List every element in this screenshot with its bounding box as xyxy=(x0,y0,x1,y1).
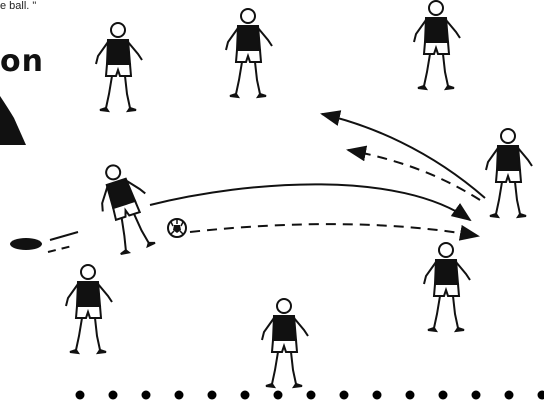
boundary-dot xyxy=(142,391,151,400)
corner-shape xyxy=(0,96,26,145)
boundary-dot xyxy=(340,391,349,400)
player-figure xyxy=(226,9,272,97)
boundary-dot xyxy=(307,391,316,400)
boundary-dot xyxy=(538,391,544,400)
flat-disc-marker xyxy=(10,238,42,250)
player-figure xyxy=(414,1,460,89)
boundary-dot xyxy=(274,391,283,400)
boundary-dot xyxy=(373,391,382,400)
player-figure xyxy=(66,265,112,353)
boundary-dot xyxy=(241,391,250,400)
dashed-return-arrow xyxy=(348,150,480,200)
boundary-dot xyxy=(76,391,85,400)
solid-curved-pass-arrow xyxy=(150,184,470,220)
soccer-ball-icon xyxy=(168,219,186,237)
motion-line xyxy=(48,246,72,252)
player-figure xyxy=(486,129,532,217)
boundary-dot xyxy=(505,391,514,400)
motion-line xyxy=(50,232,78,240)
boundary-dot xyxy=(439,391,448,400)
dashed-pass-arrow xyxy=(190,224,478,236)
boundary-dot xyxy=(472,391,481,400)
player-figure xyxy=(262,299,308,387)
boundary-dot xyxy=(208,391,217,400)
boundary-dot xyxy=(406,391,415,400)
boundary-dot xyxy=(175,391,184,400)
player-figure xyxy=(90,158,161,256)
player-figure xyxy=(424,243,470,331)
boundary-dots xyxy=(76,391,544,400)
player-figure xyxy=(96,23,142,111)
boundary-dot xyxy=(109,391,118,400)
